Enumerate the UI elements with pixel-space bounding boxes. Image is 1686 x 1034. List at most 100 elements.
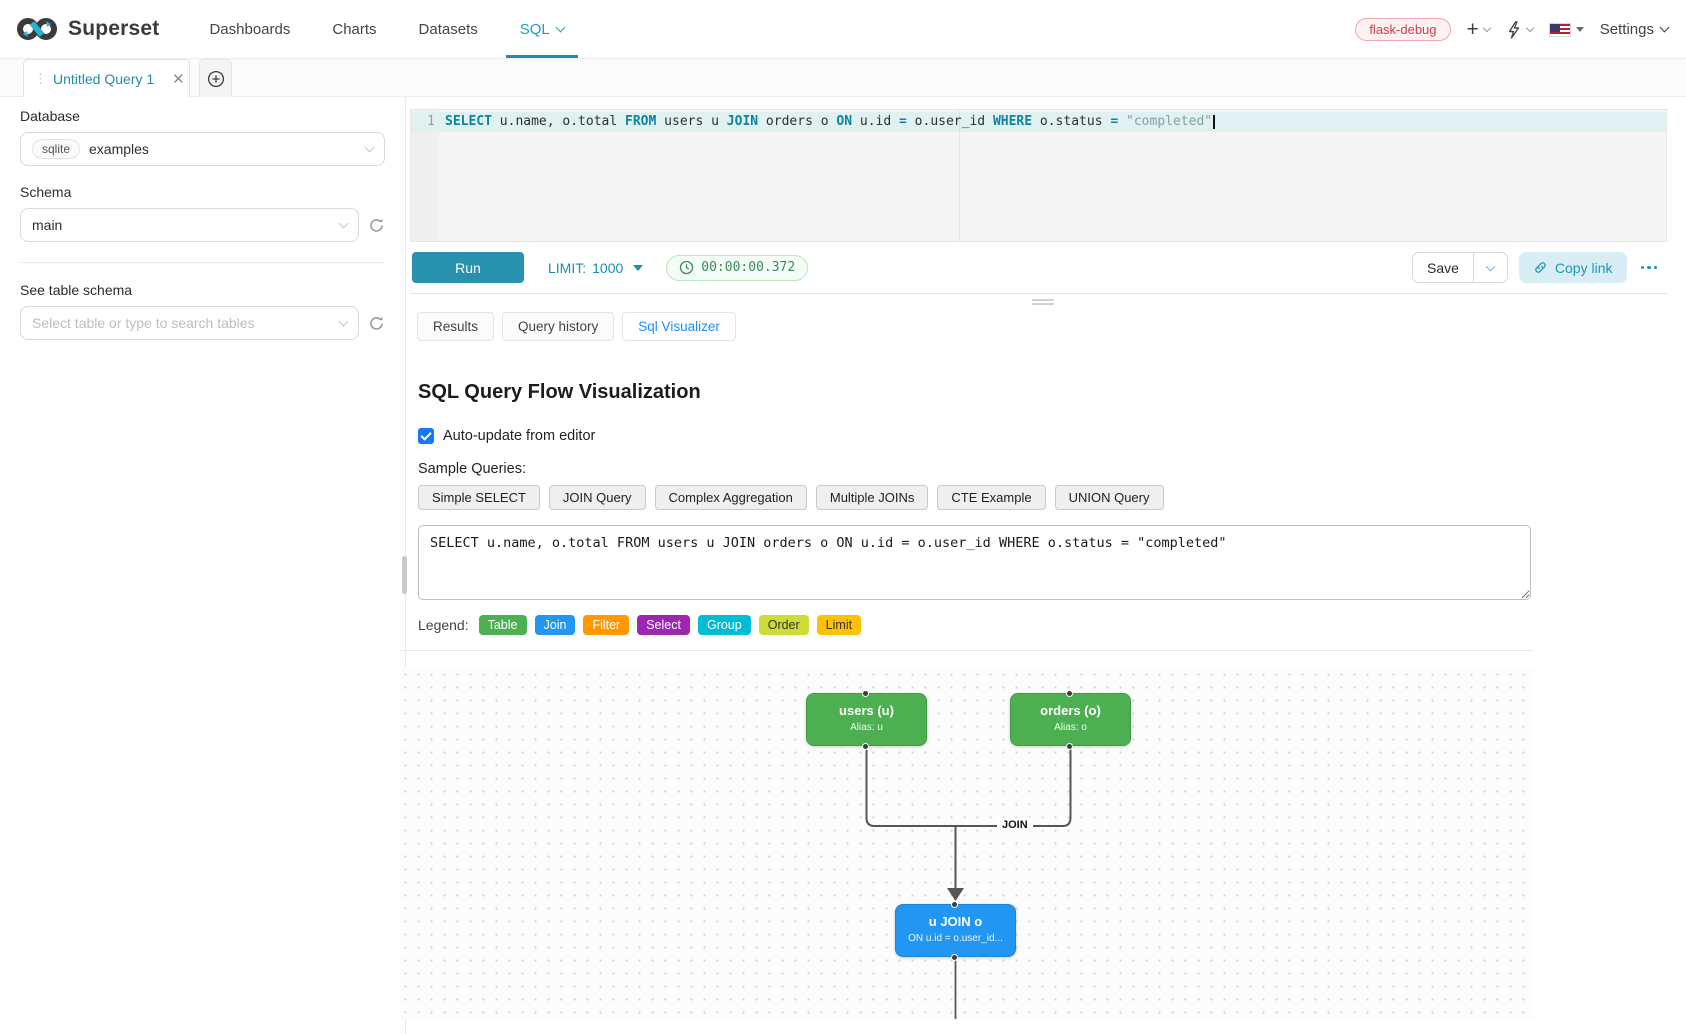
- chevron-down-icon: [338, 316, 349, 327]
- node-handle[interactable]: [862, 742, 869, 750]
- limit-value: 1000: [592, 259, 624, 276]
- limit-dropdown[interactable]: LIMIT: 1000: [548, 259, 644, 276]
- tab-results[interactable]: Results: [417, 312, 495, 341]
- auto-update-label: Auto-update from editor: [443, 428, 596, 444]
- node-handle[interactable]: [1066, 742, 1073, 750]
- database-select[interactable]: sqlite examples: [20, 132, 385, 166]
- auto-update-checkbox[interactable]: [418, 428, 434, 444]
- sidebar-divider: [20, 262, 385, 263]
- save-button[interactable]: Save: [1411, 252, 1473, 283]
- schema-select[interactable]: main: [20, 208, 359, 242]
- legend-divider: [399, 650, 1533, 651]
- chevron-down-icon: [1482, 23, 1492, 33]
- sidebar-resize-handle[interactable]: [402, 556, 407, 594]
- legend-select-badge: Select: [637, 615, 690, 635]
- chevron-down-icon: [1659, 22, 1670, 33]
- us-flag-icon: [1548, 22, 1571, 37]
- run-button[interactable]: Run: [412, 252, 524, 283]
- node-title: users (u): [839, 703, 894, 718]
- node-title: orders (o): [1040, 703, 1101, 718]
- result-panel-tabs: Results Query history Sql Visualizer: [417, 312, 736, 341]
- plus-icon: +: [1466, 18, 1479, 41]
- nav-charts[interactable]: Charts: [332, 20, 377, 38]
- flow-canvas[interactable]: users (u) Alias: u orders (o) Alias: o u…: [399, 668, 1533, 1019]
- nav-dashboards[interactable]: Dashboards: [209, 20, 291, 38]
- active-line-highlight: [411, 112, 1666, 132]
- superset-logo[interactable]: Superset: [15, 15, 159, 43]
- copy-link-label: Copy link: [1554, 259, 1613, 276]
- sql-code-line: SELECT u.name, o.total FROM users u JOIN…: [445, 114, 1215, 129]
- legend-join-badge: Join: [534, 615, 576, 635]
- table-select[interactable]: Select table or type to search tables: [20, 306, 359, 340]
- database-value: examples: [89, 141, 149, 157]
- refresh-tables-icon[interactable]: [368, 315, 385, 332]
- editor-toolbar: Run LIMIT: 1000 00:00:00.372 Save Copy l…: [410, 242, 1667, 294]
- node-handle[interactable]: [951, 900, 958, 908]
- tab-query-history[interactable]: Query history: [502, 312, 615, 341]
- sample-cte-example-button[interactable]: CTE Example: [937, 485, 1046, 510]
- nav-datasets[interactable]: Datasets: [418, 20, 478, 38]
- environment-badge: flask-debug: [1355, 18, 1451, 41]
- language-picker[interactable]: [1548, 22, 1584, 37]
- new-query-tab-button[interactable]: [199, 59, 232, 97]
- settings-menu[interactable]: Settings: [1599, 21, 1670, 38]
- query-search-button[interactable]: [1506, 20, 1535, 39]
- refresh-schema-icon[interactable]: [368, 217, 385, 234]
- chevron-down-icon: [1485, 261, 1496, 272]
- legend-row: Legend: Table Join Filter Select Group O…: [418, 615, 1533, 635]
- nav-sql[interactable]: SQL: [499, 0, 585, 58]
- close-tab-icon[interactable]: ✕: [172, 70, 185, 88]
- clock-icon: [680, 260, 694, 275]
- lightning-icon: [1508, 20, 1519, 39]
- query-timer: 00:00:00.372: [666, 254, 809, 281]
- query-input-textarea[interactable]: SELECT u.name, o.total FROM users u JOIN…: [418, 525, 1531, 600]
- sql-visualizer-panel: SQL Query Flow Visualization Auto-update…: [399, 360, 1533, 1019]
- sample-multiple-joins-button[interactable]: Multiple JOINs: [815, 485, 929, 510]
- chevron-down-icon: [555, 22, 566, 32]
- node-handle[interactable]: [862, 689, 869, 697]
- database-label: Database: [20, 108, 80, 124]
- copy-link-button[interactable]: Copy link: [1518, 252, 1627, 283]
- legend-order-badge: Order: [758, 615, 809, 635]
- node-handle[interactable]: [951, 953, 958, 961]
- legend-filter-badge: Filter: [583, 615, 630, 635]
- nav-sql-label: SQL: [519, 20, 550, 38]
- line-number: 1: [427, 114, 435, 129]
- flow-node-join[interactable]: u JOIN o ON u.id = o.user_id...: [895, 900, 1016, 961]
- query-tab[interactable]: ⋮ Untitled Query 1 ✕: [23, 59, 190, 97]
- main-nav: Dashboards Charts Datasets SQL: [188, 0, 584, 58]
- node-handle[interactable]: [1066, 689, 1073, 697]
- sample-complex-aggregation-button[interactable]: Complex Aggregation: [654, 485, 807, 510]
- schema-label: Schema: [20, 184, 72, 200]
- brand-name: Superset: [68, 17, 160, 40]
- print-margin-line: [959, 110, 960, 241]
- drag-handle-icon[interactable]: ⋮: [34, 70, 47, 86]
- legend-limit-badge: Limit: [816, 615, 862, 635]
- node-subtitle: Alias: o: [1054, 722, 1087, 733]
- query-tab-strip: ⋮ Untitled Query 1 ✕: [0, 59, 1686, 97]
- sample-simple-select-button[interactable]: Simple SELECT: [418, 485, 540, 510]
- sql-lab-sidebar: Database sqlite examples Schema main See…: [0, 97, 406, 1034]
- flow-node-orders[interactable]: orders (o) Alias: o: [1010, 689, 1131, 750]
- pane-resize-handle[interactable]: [1032, 299, 1054, 307]
- new-item-button[interactable]: +: [1466, 18, 1492, 41]
- save-dropdown-button[interactable]: [1472, 252, 1508, 283]
- link-icon: [1535, 262, 1546, 273]
- settings-label: Settings: [1599, 21, 1654, 38]
- flow-edges: [865, 746, 1072, 1019]
- more-options-button[interactable]: [1639, 260, 1660, 276]
- sql-editor[interactable]: 1 SELECT u.name, o.total FROM users u JO…: [410, 109, 1667, 242]
- chevron-down-icon: [364, 142, 375, 153]
- database-engine-badge: sqlite: [32, 139, 81, 159]
- circle-plus-icon: [207, 70, 224, 87]
- tab-sql-visualizer[interactable]: Sql Visualizer: [622, 312, 736, 341]
- panel-title: SQL Query Flow Visualization: [418, 381, 701, 403]
- node-subtitle: Alias: u: [850, 722, 883, 733]
- sample-queries-label: Sample Queries:: [418, 461, 526, 477]
- sample-union-query-button[interactable]: UNION Query: [1054, 485, 1164, 510]
- sample-join-query-button[interactable]: JOIN Query: [548, 485, 646, 510]
- flow-node-users[interactable]: users (u) Alias: u: [806, 689, 927, 750]
- legend-table-badge: Table: [478, 615, 527, 635]
- schema-value: main: [32, 217, 63, 233]
